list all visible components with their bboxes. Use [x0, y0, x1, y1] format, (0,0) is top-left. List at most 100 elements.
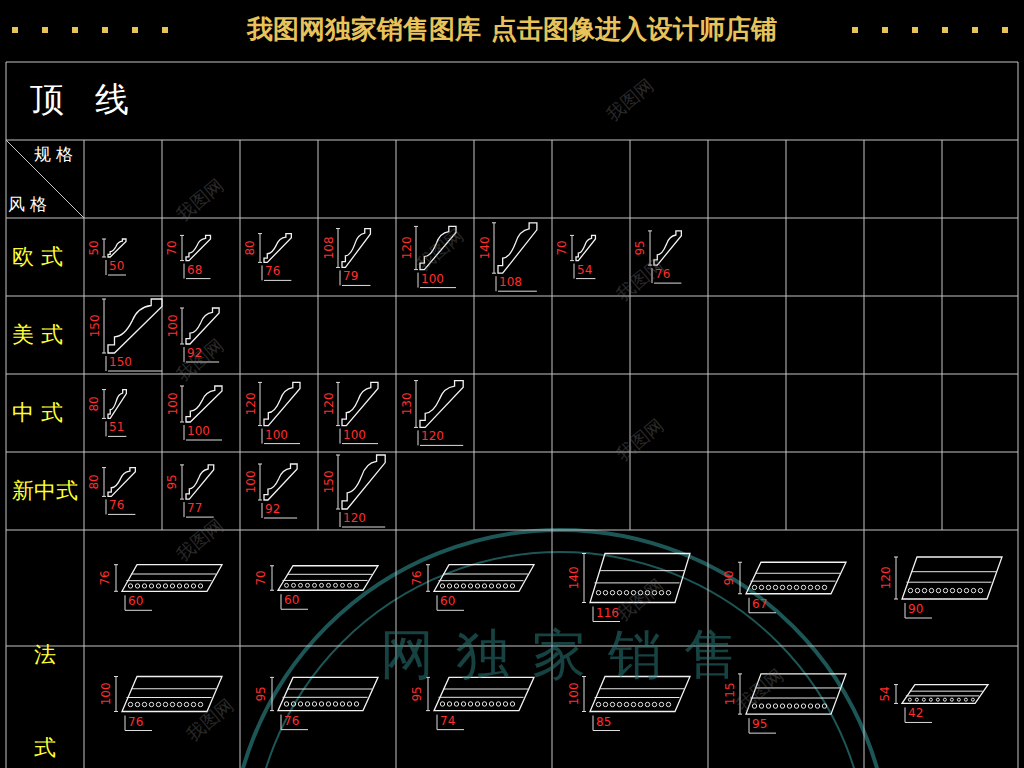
dimension-tick — [418, 430, 419, 445]
dimension-tick — [262, 265, 263, 280]
dimension-tick — [184, 425, 185, 440]
dimension-width: 76 — [284, 715, 299, 729]
watermark: 我图网 — [603, 75, 658, 126]
dimension-line — [182, 308, 183, 344]
cornice-bead — [348, 583, 352, 587]
cornice-bead — [943, 588, 947, 592]
stamp-circle — [230, 530, 890, 768]
dimension-line — [182, 465, 183, 499]
cornice-bead — [915, 588, 919, 592]
cornice-bead — [128, 702, 132, 706]
dimension-line — [260, 234, 261, 263]
cornice-bead — [156, 584, 160, 588]
watermark: 我图网 — [173, 335, 228, 386]
cornice-bead — [326, 702, 330, 706]
cornice-bead — [128, 584, 132, 588]
cornice-profile — [342, 229, 370, 268]
cornice-bead — [170, 702, 174, 706]
cornice-bead — [156, 702, 160, 706]
cornice-bead — [142, 702, 146, 706]
dimension-tick — [414, 269, 418, 270]
dimension-tick — [336, 228, 340, 229]
dimension-width: 60 — [440, 595, 455, 609]
dimension-tick — [336, 425, 340, 426]
dimension-width: 74 — [440, 715, 455, 729]
french-cornice — [278, 566, 378, 591]
dimension-tick — [180, 422, 184, 423]
dimension-height: 100 — [99, 683, 113, 706]
dimension-line — [749, 733, 776, 734]
cornice-bead — [822, 704, 826, 708]
french-cornice — [434, 565, 534, 592]
dimension-height: 95 — [166, 474, 180, 489]
dimension-tick — [437, 715, 438, 730]
dimension-tick — [574, 264, 575, 279]
cornice-band — [439, 697, 524, 698]
cornice-bead — [299, 583, 303, 587]
dimension-tick — [184, 502, 185, 517]
dimension-tick — [125, 595, 126, 610]
dimension-line — [104, 390, 105, 419]
cornice-bead — [929, 588, 933, 592]
cornice-bead — [822, 585, 826, 589]
dimension-height: 120 — [400, 237, 414, 260]
dimension-line — [905, 722, 932, 723]
dimension-width: 150 — [109, 356, 132, 370]
cornice-bead — [341, 583, 345, 587]
dimension-tick — [102, 353, 106, 354]
dimension-line — [108, 275, 126, 276]
dimension-height: 120 — [879, 567, 893, 590]
cornice-profile — [342, 455, 385, 509]
dimension-tick — [418, 273, 419, 288]
dimension-height: 54 — [879, 686, 893, 701]
cornice-band — [287, 689, 372, 690]
cornice-bead — [929, 698, 932, 701]
cornice-bead — [752, 585, 756, 589]
dimension-line — [264, 443, 300, 444]
cornice-bead — [815, 585, 819, 589]
cornice-profile — [264, 234, 291, 263]
dimension-tick — [414, 380, 418, 381]
dimension-tick — [738, 593, 742, 594]
cornice-bead — [482, 584, 486, 588]
cornice-bead — [305, 702, 309, 706]
dimension-line — [260, 464, 261, 500]
dimension-height: 80 — [88, 474, 102, 489]
dimension-line — [342, 285, 370, 286]
grid-line — [6, 62, 1018, 63]
dimension-tick — [114, 564, 118, 565]
dimension-tick — [180, 344, 184, 345]
header-diagonal — [6, 140, 84, 218]
dimension-line — [272, 677, 273, 710]
grid-line — [6, 218, 1018, 219]
cornice-bead — [503, 584, 507, 588]
banner-text: 我图网独家销售图库 点击图像进入设计师店铺 — [247, 15, 776, 45]
grid-line — [474, 140, 475, 530]
dimension-tick — [258, 425, 262, 426]
grid-line — [318, 140, 319, 530]
cornice-bead — [978, 588, 982, 592]
dimension-tick — [582, 553, 586, 554]
dimension-tick — [180, 499, 184, 500]
dimension-tick — [336, 382, 340, 383]
dimension-tick — [340, 270, 341, 285]
dimension-height: 95 — [411, 686, 425, 701]
cornice-profile — [108, 299, 162, 353]
cornice-bead — [149, 702, 153, 706]
dimension-height: 80 — [88, 396, 102, 411]
cornice-bead — [964, 698, 967, 701]
dimension-tick — [102, 418, 106, 419]
dimension-tick — [437, 595, 438, 610]
grid-line — [162, 140, 163, 530]
cornice-band — [599, 570, 684, 571]
cornice-bead — [766, 585, 770, 589]
dimension-line — [338, 229, 339, 268]
dimension-line — [186, 440, 222, 441]
cornice-bead — [285, 583, 289, 587]
header-text: 风 格 — [8, 195, 47, 215]
dimension-tick — [180, 308, 184, 309]
banner-dot — [942, 27, 948, 33]
dimension-line — [116, 677, 117, 712]
dimension-height: 70 — [556, 240, 570, 255]
cornice-bead — [794, 704, 798, 708]
